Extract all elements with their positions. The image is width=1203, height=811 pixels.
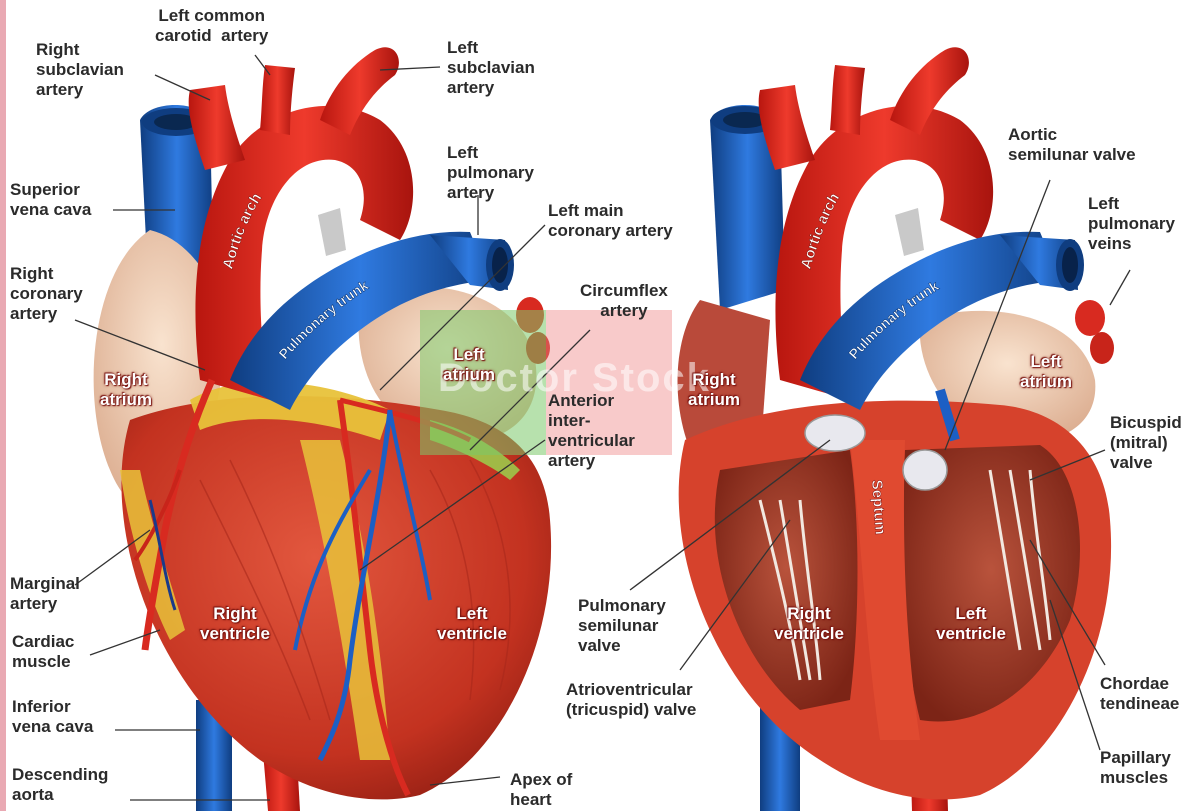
label-circumflex: Circumflex artery [580, 281, 668, 321]
label-left-ventricle-2: Left ventricle [936, 604, 1006, 644]
label-marginal-artery: Marginal artery [10, 574, 80, 614]
label-right-ventricle-2: Right ventricle [774, 604, 844, 644]
label-atrioventricular-valve: Atrioventricular (tricuspid) valve [566, 680, 696, 720]
label-right-atrium-1: Right atrium [100, 370, 152, 410]
label-bicuspid-valve: Bicuspid (mitral) valve [1110, 413, 1182, 473]
aortic-valve-shape [903, 450, 947, 490]
label-left-atrium-1: Left atrium [443, 345, 495, 385]
label-right-subclavian: Right subclavian artery [36, 40, 124, 100]
label-chordae-tendineae: Chordae tendineae [1100, 674, 1179, 714]
label-left-subclavian: Left subclavian artery [447, 38, 535, 98]
label-left-pulmonary-artery: Left pulmonary artery [447, 143, 534, 203]
label-left-common-carotid: Left common carotid artery [155, 6, 268, 46]
label-inferior-vena-cava: Inferior vena cava [12, 697, 93, 737]
label-cardiac-muscle: Cardiac muscle [12, 632, 74, 672]
label-right-atrium-2: Right atrium [688, 370, 740, 410]
pulmonary-valve-shape [805, 415, 865, 451]
label-apex-of-heart: Apex of heart [510, 770, 572, 810]
label-left-atrium-2: Left atrium [1020, 352, 1072, 392]
label-descending-aorta: Descending aorta [12, 765, 108, 805]
label-papillary-muscles: Papillary muscles [1100, 748, 1171, 788]
label-right-ventricle-1: Right ventricle [200, 604, 270, 644]
label-left-pulmonary-veins: Left pulmonary veins [1088, 194, 1175, 254]
label-left-ventricle-1: Left ventricle [437, 604, 507, 644]
label-right-coronary-artery: Right coronary artery [10, 264, 83, 324]
label-pulmonary-semilunar-valve: Pulmonary semilunar valve [578, 596, 666, 656]
label-left-main-coronary: Left main coronary artery [548, 201, 673, 241]
label-anterior-interventricular: Anterior inter- ventricular artery [548, 391, 635, 471]
label-aortic-semilunar-valve: Aortic semilunar valve [1008, 125, 1136, 165]
label-superior-vena-cava: Superior vena cava [10, 180, 91, 220]
